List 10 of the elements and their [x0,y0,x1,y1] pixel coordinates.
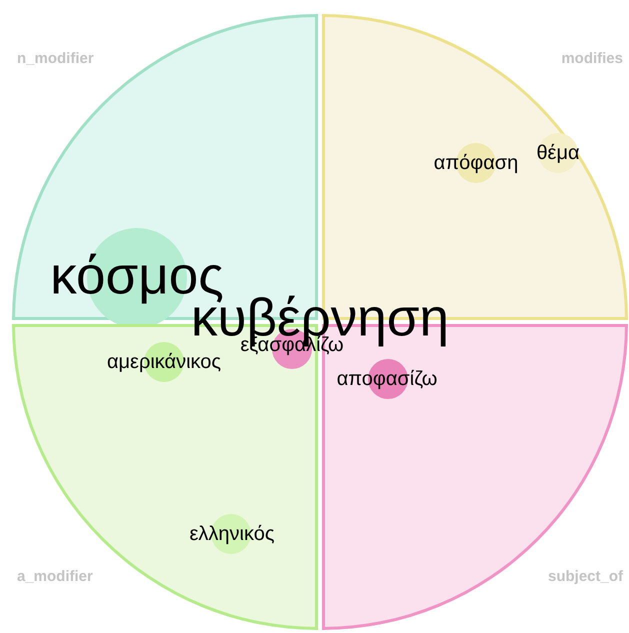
word-label: απόφαση [434,153,518,173]
word-label: θέμα [536,143,580,163]
quadrant-label: a_modifier [17,568,93,585]
word-label: αποφασίζω [336,369,438,389]
quadrant-label: modifies [561,50,623,67]
quadrant-label: n_modifier [17,50,94,67]
bubble [538,133,578,173]
word-label: ελληνικός [190,524,274,544]
word-label: αμερικάνικος [106,352,222,372]
quadrant-label: subject_of [548,568,623,585]
